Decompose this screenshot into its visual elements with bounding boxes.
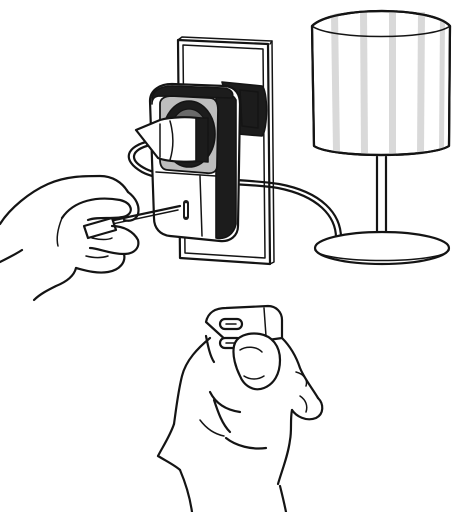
lamp-base [315, 232, 449, 264]
table-lamp [312, 10, 450, 264]
socket-pairing-illustration [0, 10, 450, 300]
plug [136, 117, 208, 162]
hand-remote-illustration [158, 306, 322, 512]
thumb [233, 334, 280, 390]
wrist [180, 470, 192, 512]
hand-holding-remote [158, 334, 322, 512]
